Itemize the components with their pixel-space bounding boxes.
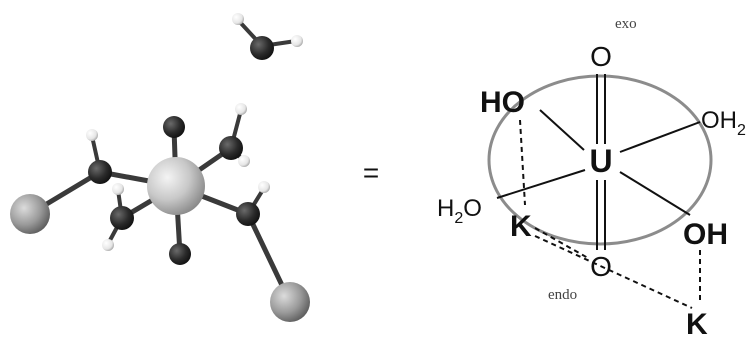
potassium-label-inner: K bbox=[510, 210, 532, 243]
water-label-right: OH2 bbox=[701, 107, 746, 139]
free-water-molecule bbox=[232, 13, 303, 60]
oxo-oxygen-atom-top bbox=[163, 116, 185, 138]
uranyl-double-bonds bbox=[596, 74, 606, 250]
hydroxide-oxygen-atom bbox=[236, 202, 260, 226]
oxo-label-top: O bbox=[590, 41, 612, 72]
ball-and-stick-model bbox=[10, 13, 310, 322]
endo-label: endo bbox=[548, 287, 577, 303]
oxo-label-bottom: O bbox=[590, 251, 612, 282]
equatorial-plane-ellipse bbox=[487, 74, 713, 246]
hydroxide-label-right: OH bbox=[683, 218, 728, 251]
equatorial-bonds bbox=[496, 109, 701, 216]
potassium-atom-right bbox=[270, 282, 310, 322]
equals-sign: = bbox=[363, 157, 379, 188]
hydrogen-atom bbox=[258, 181, 270, 193]
potassium-contacts bbox=[519, 119, 701, 309]
uranium-atom bbox=[147, 157, 205, 215]
hydrogen-atom bbox=[86, 129, 98, 141]
hydrogen-atom bbox=[235, 103, 247, 115]
potassium-label-outer: K bbox=[686, 308, 708, 338]
potassium-atom-left bbox=[10, 194, 50, 234]
water-oxygen-atom bbox=[250, 36, 274, 60]
water-hydrogen-atom bbox=[232, 13, 244, 25]
exo-label: exo bbox=[615, 16, 637, 32]
uranium-label: U bbox=[589, 143, 612, 179]
water-oxygen-atom bbox=[110, 206, 134, 230]
water-label-left: H2O bbox=[437, 195, 482, 227]
hydroxide-label-left: HO bbox=[480, 86, 525, 119]
hydrogen-atom bbox=[238, 155, 250, 167]
water-hydrogen-atom bbox=[291, 35, 303, 47]
hydrogen-atom bbox=[112, 183, 124, 195]
structural-schematic: O exo HO OH2 U H2O K OH O endo K bbox=[437, 16, 746, 338]
hydrogen-atom bbox=[102, 239, 114, 251]
hydroxide-oxygen-atom bbox=[88, 160, 112, 184]
water-oxygen-atom bbox=[219, 136, 243, 160]
oxo-oxygen-atom-bottom bbox=[169, 243, 191, 265]
